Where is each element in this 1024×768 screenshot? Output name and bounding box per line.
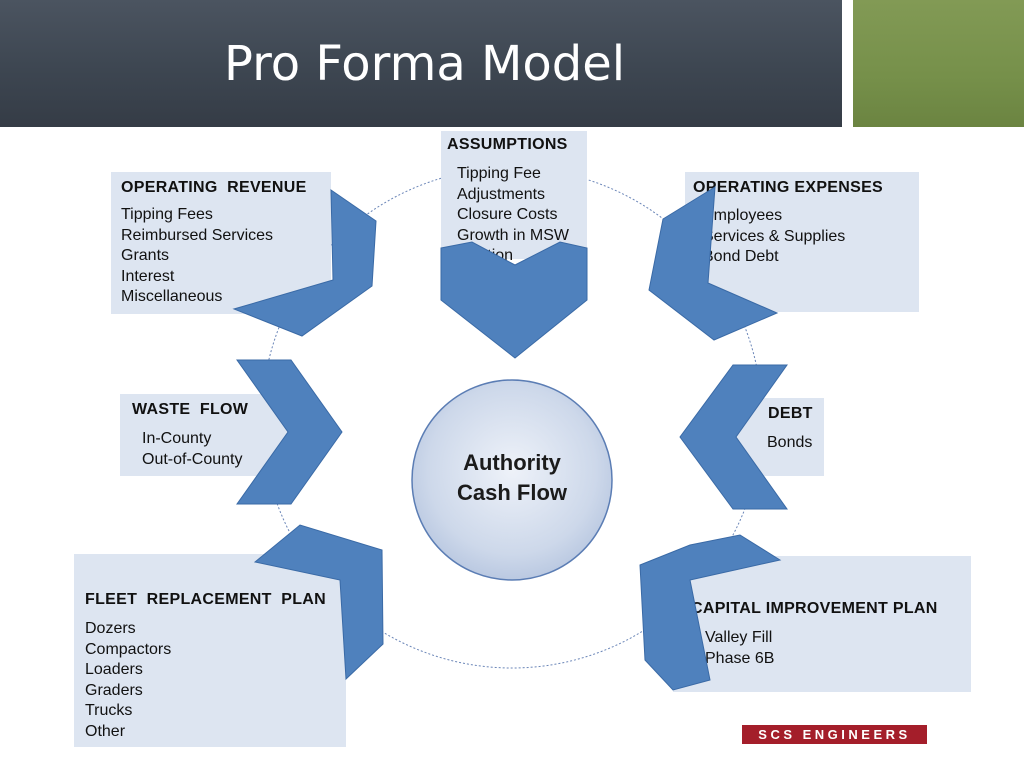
list-item: Miscellaneous <box>121 288 223 305</box>
company-logo: SCS ENGINEERS <box>742 725 927 744</box>
capital-improvement-box: CAPITAL IMPROVEMENT PLAN Valley Fill Pha… <box>673 556 971 692</box>
fleet-replacement-list: Dozers Compactors Loaders Graders Trucks… <box>85 619 171 742</box>
assumptions-heading: ASSUMPTIONS <box>447 136 568 153</box>
assumptions-box: ASSUMPTIONS Tipping Fee Adjustments Clos… <box>441 131 587 264</box>
operating-revenue-box: OPERATING REVENUE Tipping Fees Reimburse… <box>111 172 331 314</box>
operating-revenue-list: Tipping Fees Reimbursed Services Grants … <box>121 205 273 308</box>
list-item: Inflation <box>457 247 514 264</box>
waste-flow-box: WASTE FLOW In-County Out-of-County <box>120 394 288 476</box>
list-item: Bond Debt <box>703 248 779 265</box>
list-item: Interest <box>121 267 175 285</box>
debt-list: Bonds <box>767 433 812 454</box>
operating-expenses-heading: OPERATING EXPENSES <box>693 179 884 196</box>
list-item: Closure Costs <box>457 206 558 223</box>
waste-flow-heading: WASTE FLOW <box>132 401 249 418</box>
debt-heading: DEBT <box>768 405 813 422</box>
operating-revenue-heading: OPERATING REVENUE <box>121 179 307 196</box>
list-item: Tipping Fee <box>457 165 541 182</box>
fleet-replacement-box: FLEET REPLACEMENT PLAN Dozers Compactors… <box>74 554 346 747</box>
list-item: Loaders <box>85 661 143 678</box>
operating-expenses-list: Employees Services & Supplies Bond Debt <box>703 206 845 268</box>
slide-title: Pro Forma Model <box>224 36 626 92</box>
list-item: Dozers <box>85 620 136 637</box>
list-item: Adjustments <box>457 185 546 203</box>
list-item: Other <box>85 722 126 740</box>
capital-improvement-heading: CAPITAL IMPROVEMENT PLAN <box>691 600 938 617</box>
operating-expenses-box: OPERATING EXPENSES Employees Services & … <box>685 172 919 312</box>
list-item: Valley Fill <box>705 629 773 646</box>
center-label-line2: Cash Flow <box>456 480 567 505</box>
center-label-line1: Authority <box>463 450 561 475</box>
accent-block <box>853 0 1024 127</box>
title-bar <box>0 0 842 127</box>
debt-box: DEBT Bonds <box>735 398 824 476</box>
list-item: Phase 6B <box>705 649 775 667</box>
list-item: Trucks <box>85 702 133 719</box>
list-item: Grants <box>121 247 170 264</box>
list-item: In-County <box>142 430 212 447</box>
fleet-replacement-heading: FLEET REPLACEMENT PLAN <box>85 591 326 608</box>
waste-flow-list: In-County Out-of-County <box>142 429 242 470</box>
capital-improvement-list: Valley Fill Phase 6B <box>705 628 774 669</box>
list-item: Bonds <box>767 434 813 451</box>
list-item: Services & Supplies <box>703 227 846 245</box>
list-item: Employees <box>703 207 783 224</box>
list-item: Graders <box>85 681 143 699</box>
list-item: Reimbursed Services <box>121 226 274 244</box>
list-item: Out-of-County <box>142 450 243 468</box>
list-item: Growth in MSW <box>457 226 570 244</box>
list-item: Compactors <box>85 640 172 658</box>
list-item: Tipping Fees <box>121 206 213 223</box>
center-label: Authority Cash Flow <box>412 448 612 508</box>
assumptions-list: Tipping Fee Adjustments Closure Costs Gr… <box>457 164 569 267</box>
